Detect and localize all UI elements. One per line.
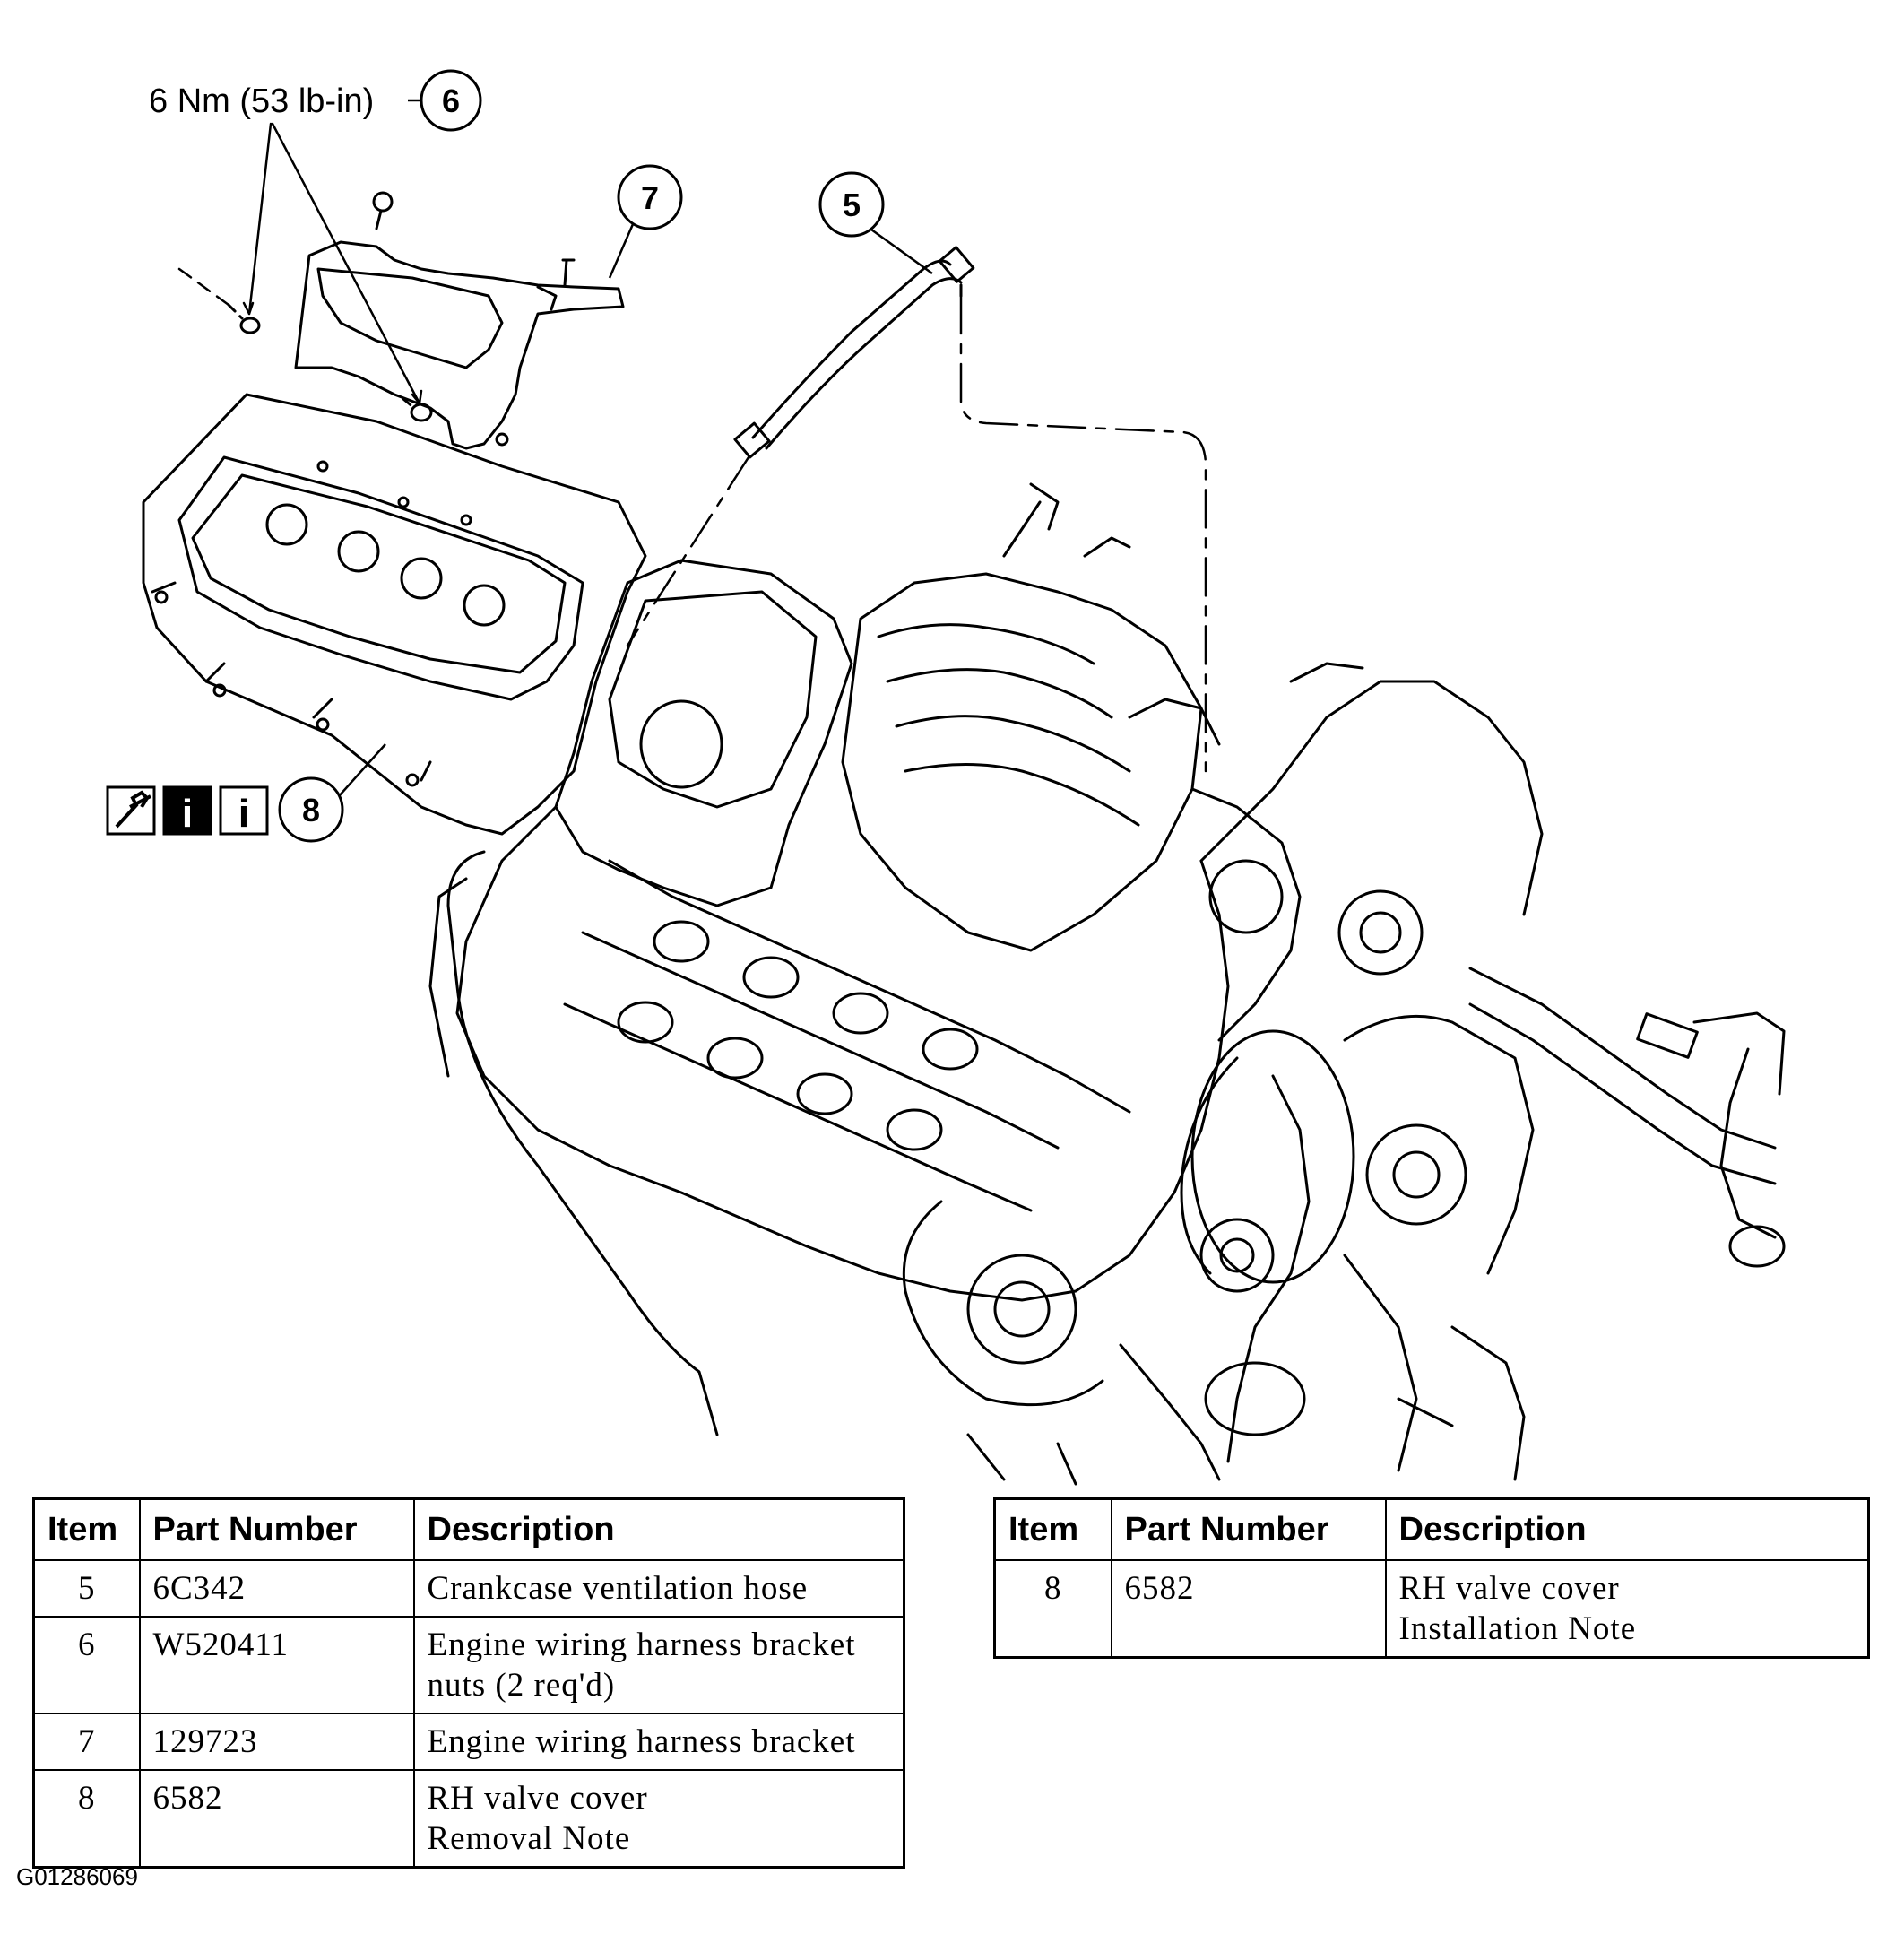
- cell-item: 8: [32, 1769, 141, 1868]
- ventilation-hose-drawing: [733, 246, 975, 459]
- svg-text:6: 6: [442, 82, 460, 119]
- hose-route-dashed: [959, 294, 1207, 773]
- harness-bracket-drawing: [294, 191, 625, 450]
- description-line: Engine wiring harness bracket: [427, 1627, 856, 1663]
- cell-part-number: 6582: [138, 1769, 415, 1868]
- header-description: Description: [412, 1497, 905, 1561]
- info-icon-filled[interactable]: i: [162, 785, 212, 836]
- table-row: 6 W520411 Engine wiring harness bracket …: [32, 1616, 905, 1713]
- description-line: Engine wiring harness bracket: [427, 1723, 856, 1760]
- callout-7: 7: [608, 164, 683, 279]
- cell-item: 6: [32, 1616, 141, 1713]
- wrench-icon[interactable]: [106, 785, 156, 836]
- parts-table-left: Item Part Number Description 5 6C342 Cra…: [32, 1497, 905, 1869]
- svg-text:7: 7: [641, 179, 659, 216]
- cell-item: 7: [32, 1713, 141, 1770]
- removal-note-link[interactable]: Removal Note: [427, 1820, 631, 1857]
- description-line: RH valve cover: [1398, 1570, 1620, 1607]
- bracket-route-dashed: [177, 267, 230, 307]
- table-header-row: Item Part Number Description: [993, 1497, 1870, 1561]
- header-item: Item: [993, 1497, 1112, 1561]
- parts-table-right: Item Part Number Description 8 6582 RH v…: [993, 1497, 1870, 1659]
- header-part-number: Part Number: [1110, 1497, 1387, 1561]
- table-row: 8 6582 RH valve cover Removal Note: [32, 1769, 905, 1868]
- cell-part-number: 6582: [1110, 1559, 1387, 1658]
- cell-description: RH valve cover Removal Note: [412, 1769, 905, 1868]
- cell-description: Engine wiring harness bracket: [412, 1713, 905, 1770]
- cell-description: RH valve cover Installation Note: [1384, 1559, 1870, 1658]
- description-line: nuts (2 req'd): [427, 1667, 616, 1704]
- header-description: Description: [1384, 1497, 1870, 1561]
- description-line: RH valve cover: [427, 1780, 648, 1817]
- figure-id: G01286069: [16, 1863, 138, 1890]
- leader-6-b: [271, 122, 421, 405]
- cell-part-number: 6C342: [138, 1559, 415, 1617]
- svg-text:5: 5: [843, 187, 861, 223]
- installation-note-link[interactable]: Installation Note: [1398, 1610, 1637, 1647]
- table-header-row: Item Part Number Description: [32, 1497, 905, 1561]
- description-line: Crankcase ventilation hose: [427, 1570, 809, 1607]
- header-part-number: Part Number: [138, 1497, 415, 1561]
- engine-exploded-view: 6 Nm (53 lb-in) 6 7 5 8 i i: [106, 69, 1786, 1486]
- leader-6-a: [247, 122, 273, 316]
- callout-6: 6: [420, 69, 482, 132]
- bracket-nuts-drawing: [227, 303, 433, 422]
- info-icon-outline[interactable]: i: [219, 785, 269, 836]
- torque-spec-label: 6 Nm (53 lb-in): [149, 82, 374, 120]
- svg-text:8: 8: [302, 792, 320, 829]
- svg-text:i: i: [182, 792, 193, 836]
- cell-description: Engine wiring harness bracket nuts (2 re…: [412, 1616, 905, 1713]
- callout-8: 8: [278, 743, 386, 843]
- hose-route-dashed-2: [626, 455, 750, 647]
- header-item: Item: [32, 1497, 141, 1561]
- table-row: 8 6582 RH valve cover Installation Note: [993, 1559, 1870, 1658]
- valve-cover-drawing: [142, 393, 647, 836]
- svg-text:i: i: [238, 792, 249, 836]
- callout-5: 5: [818, 171, 933, 275]
- cell-item: 8: [993, 1559, 1112, 1658]
- cell-item: 5: [32, 1559, 141, 1617]
- table-row: 7 129723 Engine wiring harness bracket: [32, 1713, 905, 1770]
- cell-description: Crankcase ventilation hose: [412, 1559, 905, 1617]
- engine-block-drawing: [428, 482, 1786, 1486]
- cell-part-number: 129723: [138, 1713, 415, 1770]
- cell-part-number: W520411: [138, 1616, 415, 1713]
- table-row: 5 6C342 Crankcase ventilation hose: [32, 1559, 905, 1617]
